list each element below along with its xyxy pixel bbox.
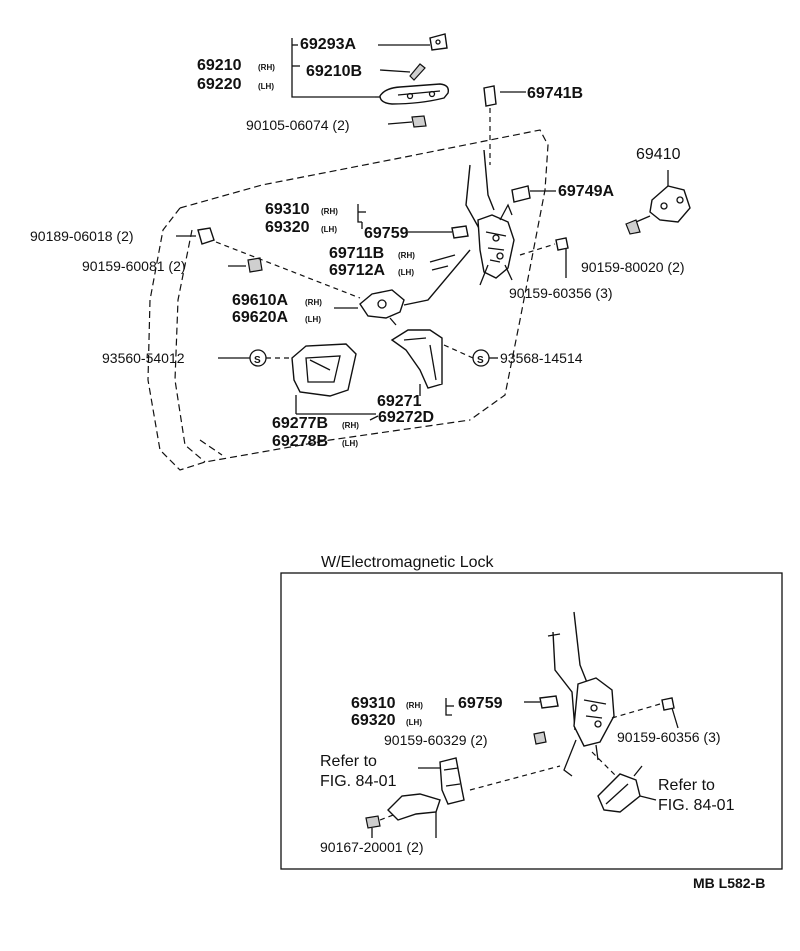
inset-frame	[280, 572, 783, 870]
link-69310-bracket	[357, 204, 469, 239]
inset-label-69320-side: (LH)	[406, 718, 422, 727]
s-mark-left-letter: S	[254, 355, 261, 366]
lock-solenoid-part	[439, 757, 465, 805]
label-69272D: 69272D	[378, 409, 434, 426]
inset-label-69320: 69320	[351, 712, 396, 729]
label-69620A: 69620A	[232, 309, 288, 326]
label-69278B-side: (LH)	[342, 439, 358, 448]
label-69310-side: (RH)	[321, 207, 338, 216]
diagram-code: MB L582-B	[693, 875, 765, 891]
door-lock-assembly	[465, 149, 515, 286]
label-69320: 69320	[265, 219, 310, 236]
protector-part	[390, 329, 443, 389]
inset-refer-left-1: Refer to	[320, 753, 377, 770]
lock-rod-group	[483, 85, 526, 165]
inset-electromagnetic-lock: W/Electromagnetic Lock 69310 (RH) 69320 …	[280, 554, 783, 870]
screw-references	[218, 344, 498, 367]
outside-handle-group	[291, 33, 450, 128]
s-mark-right-letter: S	[477, 355, 484, 366]
label-90159-60356: 90159-60356 (3)	[509, 285, 613, 301]
rod-clip-part	[483, 85, 497, 107]
inset-label-90159-60329: 90159-60329 (2)	[384, 732, 488, 748]
striker-69410	[625, 170, 691, 235]
label-69220: 69220	[197, 76, 242, 93]
left-fasteners	[176, 227, 361, 299]
handle-clip-part	[429, 33, 448, 51]
label-69610A: 69610A	[232, 292, 288, 309]
label-69293A: 69293A	[300, 36, 356, 53]
label-69410: 69410	[636, 146, 681, 163]
label-69277B-side: (RH)	[342, 421, 359, 430]
label-69320-side: (LH)	[321, 225, 337, 234]
inset-title: W/Electromagnetic Lock	[321, 554, 495, 571]
label-69759: 69759	[364, 225, 409, 242]
label-69210: 69210	[197, 57, 242, 74]
screws-90159-60356	[519, 237, 569, 278]
label-69749A: 69749A	[558, 183, 614, 200]
inset-refer-right-1: Refer to	[658, 777, 715, 794]
label-69278B: 69278B	[272, 433, 328, 450]
grommet-69749A	[511, 185, 556, 203]
inset-label-90159-60356: 90159-60356 (3)	[617, 729, 721, 745]
main-labels: 69293A 69210 (RH) 69220 (LH) 69210B 6974…	[30, 36, 685, 450]
handle-bezel-part	[291, 343, 357, 397]
label-69210-side: (RH)	[258, 63, 275, 72]
bezel-69277B	[291, 343, 376, 415]
inset-refer-left-2: FIG. 84-01	[320, 773, 397, 790]
label-69210B: 69210B	[306, 63, 362, 80]
rod-69711B	[403, 249, 471, 306]
label-69711B-side: (RH)	[398, 251, 415, 260]
inset-label-69310-side: (RH)	[406, 701, 423, 710]
protector-69271	[390, 329, 443, 396]
label-69277B: 69277B	[272, 415, 328, 432]
label-90159-80020: 90159-80020 (2)	[581, 259, 685, 275]
label-69741B: 69741B	[527, 85, 583, 102]
inset-label-69759: 69759	[458, 695, 503, 712]
label-69310: 69310	[265, 201, 310, 218]
label-69620A-side: (LH)	[305, 315, 321, 324]
label-69610A-side: (RH)	[305, 298, 322, 307]
label-93560-54012: 93560-54012	[102, 350, 185, 366]
inset-label-90167: 90167-20001 (2)	[320, 839, 424, 855]
label-69220-side: (LH)	[258, 82, 274, 91]
label-69712A-side: (LH)	[398, 268, 414, 277]
striker-part	[649, 185, 691, 223]
label-93568-14514: 93568-14514	[500, 350, 583, 366]
handle-screw-part	[409, 63, 426, 81]
clip-90189-part	[197, 227, 215, 245]
label-69712A: 69712A	[329, 262, 385, 279]
label-90105-06074: 90105-06074 (2)	[246, 117, 350, 133]
door-panel-outline	[147, 129, 549, 471]
label-90189-06018: 90189-06018 (2)	[30, 228, 134, 244]
clip-90159-60081-part	[247, 257, 263, 273]
inset-refer-right-2: FIG. 84-01	[658, 797, 735, 814]
label-69711B: 69711B	[329, 245, 384, 262]
inside-handle-part	[359, 289, 405, 319]
label-90159-60081: 90159-60081 (2)	[82, 258, 186, 274]
inside-handle-69610A	[334, 289, 405, 326]
label-69271: 69271	[377, 393, 422, 410]
bolt-90105-part	[411, 115, 427, 128]
inset-label-69310: 69310	[351, 695, 396, 712]
clip-69759-part	[451, 225, 469, 239]
